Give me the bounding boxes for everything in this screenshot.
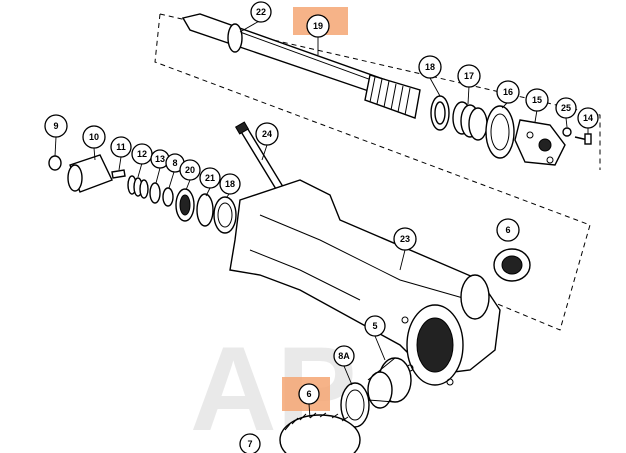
callout-6-bottom: 6 — [298, 383, 320, 405]
callout-16: 16 — [496, 80, 520, 104]
washer-25 — [562, 127, 572, 137]
callout-21: 21 — [199, 167, 221, 189]
callout-6-right: 6 — [496, 218, 520, 242]
worm-gear-thread — [364, 74, 421, 119]
svg-text:22: 22 — [256, 7, 266, 17]
svg-text:25: 25 — [561, 103, 571, 113]
svg-text:20: 20 — [185, 165, 195, 175]
upper-right-parts — [430, 95, 592, 166]
svg-text:17: 17 — [464, 71, 474, 81]
callout-10: 10 — [82, 125, 106, 149]
callout-22: 22 — [250, 1, 272, 23]
svg-text:5: 5 — [372, 321, 377, 331]
shaft-bearing — [227, 23, 243, 53]
callout-24: 24 — [255, 122, 279, 146]
svg-text:12: 12 — [137, 149, 147, 159]
svg-text:16: 16 — [503, 87, 513, 97]
callout-17: 17 — [457, 64, 481, 88]
pin-11 — [111, 169, 126, 179]
svg-text:24: 24 — [262, 129, 272, 139]
svg-text:8A: 8A — [338, 351, 350, 361]
bearing-20 — [175, 188, 195, 222]
spring-17 — [452, 101, 488, 141]
callout-8A: 8A — [333, 345, 355, 367]
left-parts — [48, 154, 237, 234]
svg-text:6: 6 — [306, 389, 311, 399]
callout-25: 25 — [555, 97, 577, 119]
main-shaft — [181, 13, 421, 119]
svg-text:8: 8 — [172, 158, 177, 168]
housing-23 — [229, 179, 501, 386]
bolt-14 — [574, 133, 592, 145]
svg-text:7: 7 — [247, 439, 252, 449]
gear-6-bottom — [279, 412, 361, 453]
callout-11: 11 — [110, 136, 132, 158]
ring-21 — [196, 193, 214, 227]
callout-19-top: 19 — [306, 14, 330, 38]
svg-text:11: 11 — [116, 142, 126, 152]
ring-13 — [149, 182, 161, 204]
callout-18-left: 18 — [219, 173, 241, 195]
ring-8 — [162, 187, 174, 207]
end-cover-15 — [514, 119, 566, 166]
callout-5: 5 — [364, 315, 386, 337]
callout-14: 14 — [577, 107, 599, 129]
svg-text:23: 23 — [400, 234, 410, 244]
ring-9 — [48, 155, 62, 171]
svg-text:10: 10 — [89, 132, 99, 142]
callout-18-top: 18 — [418, 55, 442, 79]
callout-23: 23 — [393, 227, 417, 251]
callout-7: 7 — [239, 433, 261, 453]
svg-text:13: 13 — [155, 154, 165, 164]
svg-text:19: 19 — [313, 21, 323, 31]
bearing-18-left — [213, 196, 237, 234]
bearing-6-right — [493, 248, 531, 282]
dashed-assembly-boundary — [154, 13, 601, 331]
svg-text:18: 18 — [425, 62, 435, 72]
svg-text:18: 18 — [225, 179, 235, 189]
callout-20: 20 — [179, 159, 201, 181]
svg-text:21: 21 — [205, 173, 215, 183]
svg-text:14: 14 — [583, 113, 593, 123]
svg-text:15: 15 — [532, 95, 542, 105]
spring-12 — [127, 175, 149, 199]
svg-text:9: 9 — [53, 121, 58, 131]
sleeve-10 — [67, 154, 113, 193]
callout-15: 15 — [525, 88, 549, 112]
callout-9: 9 — [44, 114, 68, 138]
tapered-bearing-5 — [367, 357, 412, 409]
svg-text:6: 6 — [505, 225, 510, 235]
callout-12: 12 — [131, 143, 153, 165]
gasket-16 — [485, 105, 515, 159]
